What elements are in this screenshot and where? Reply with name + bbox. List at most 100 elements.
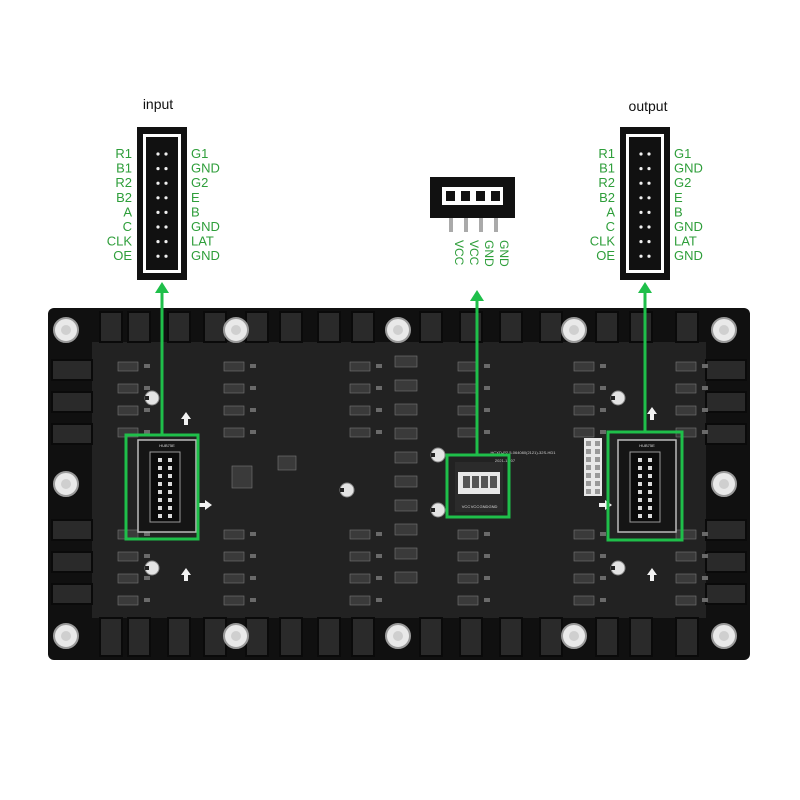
power-pin-label: GND	[497, 240, 511, 267]
screw-head	[61, 631, 71, 641]
screw-head	[719, 631, 729, 641]
arrow-up-icon	[181, 412, 191, 425]
driver-chip	[394, 499, 418, 512]
power-pin-label: GND	[482, 240, 496, 267]
board-input-silk: HUB75E	[159, 443, 175, 448]
frame-rib	[419, 617, 443, 657]
driver-chip	[117, 383, 139, 394]
pin-dot	[164, 152, 168, 156]
arrow-up-icon	[181, 568, 191, 581]
smd-resistor	[702, 576, 708, 580]
frame-rib	[705, 551, 747, 573]
driver-chip	[573, 551, 595, 562]
board-pwr-silk-3: GND	[480, 504, 489, 509]
test-pad	[595, 457, 600, 462]
driver-chip	[457, 383, 479, 394]
driver-chip	[457, 361, 479, 372]
smd-resistor	[376, 532, 382, 536]
test-pad	[595, 481, 600, 486]
output-right-pin-label: LAT	[674, 234, 697, 249]
driver-chip	[394, 475, 418, 488]
pin-dot	[647, 240, 651, 244]
pin-dot	[164, 254, 168, 258]
driver-chip	[223, 383, 245, 394]
arrow-right-icon	[599, 500, 612, 510]
test-pad	[586, 457, 591, 462]
input-left-pin-label: R1	[115, 146, 132, 161]
header-pin	[168, 490, 172, 494]
driver-chip	[457, 405, 479, 416]
driver-chip	[349, 383, 371, 394]
frame-rib	[629, 617, 653, 657]
power-pin-label: VCC	[467, 240, 481, 266]
pin-dot	[639, 225, 643, 229]
smd-resistor	[144, 430, 150, 434]
led-module-board: HUB75E HUB75E HCXD-P2.5-064080(2121)-32S…	[48, 308, 750, 660]
smd-resistor	[484, 576, 490, 580]
test-pad	[586, 449, 591, 454]
pin-dot	[647, 196, 651, 200]
driver-chip	[675, 361, 697, 372]
driver-chip	[349, 551, 371, 562]
output-right-pin-label: E	[674, 190, 683, 205]
smd-resistor	[376, 386, 382, 390]
pin-dot	[156, 225, 160, 229]
test-pad	[595, 465, 600, 470]
test-pad	[586, 465, 591, 470]
board-model-silk: HCXD-P2.5-064080(2121)-32S-HD1	[491, 450, 557, 455]
frame-rib	[99, 617, 123, 657]
frame-rib	[127, 617, 151, 657]
smd-resistor	[144, 532, 150, 536]
smd-resistor	[600, 554, 606, 558]
frame-rib	[167, 311, 191, 343]
output-title: output	[629, 98, 668, 114]
frame-rib	[51, 519, 93, 541]
smd-resistor	[250, 598, 256, 602]
frame-rib	[351, 311, 375, 343]
driver-chip	[117, 427, 139, 438]
smd-resistor	[702, 386, 708, 390]
driver-chip	[394, 379, 418, 392]
smd-resistor	[484, 532, 490, 536]
pin-dot	[639, 152, 643, 156]
driver-chip	[573, 573, 595, 584]
smd-resistor	[600, 364, 606, 368]
output-left-pin-label: OE	[596, 248, 615, 263]
header-pin	[168, 514, 172, 518]
driver-chip	[349, 573, 371, 584]
input-right-pin-label: LAT	[191, 234, 214, 249]
smd-resistor	[250, 364, 256, 368]
pin-dot	[164, 167, 168, 171]
capacitor-mark	[340, 488, 344, 492]
arrow-up-icon	[647, 407, 657, 420]
smd-resistor	[484, 554, 490, 558]
driver-chip	[223, 573, 245, 584]
header-pin	[158, 498, 162, 502]
smd-resistor	[144, 408, 150, 412]
output-right-pin-label: GND	[674, 248, 703, 263]
arrow-up-icon	[647, 568, 657, 581]
smd-resistor	[702, 430, 708, 434]
screw-head	[569, 631, 579, 641]
driver-chip	[675, 405, 697, 416]
header-pin	[638, 506, 642, 510]
callout-lines	[155, 282, 652, 455]
driver-chip	[394, 427, 418, 440]
frame-rib	[167, 617, 191, 657]
input-left-pin-label: C	[123, 219, 132, 234]
driver-chip	[675, 529, 697, 540]
frame-rib	[51, 423, 93, 445]
frame-rib	[245, 311, 269, 343]
frame-rib	[51, 391, 93, 413]
smd-resistor	[250, 430, 256, 434]
driver-chip	[223, 551, 245, 562]
smd-resistor	[484, 386, 490, 390]
pin-dot	[156, 167, 160, 171]
smd-resistor	[600, 386, 606, 390]
output-left-pin-label: C	[606, 219, 615, 234]
frame-rib	[51, 551, 93, 573]
smd-resistor	[376, 408, 382, 412]
pin-dot	[164, 225, 168, 229]
